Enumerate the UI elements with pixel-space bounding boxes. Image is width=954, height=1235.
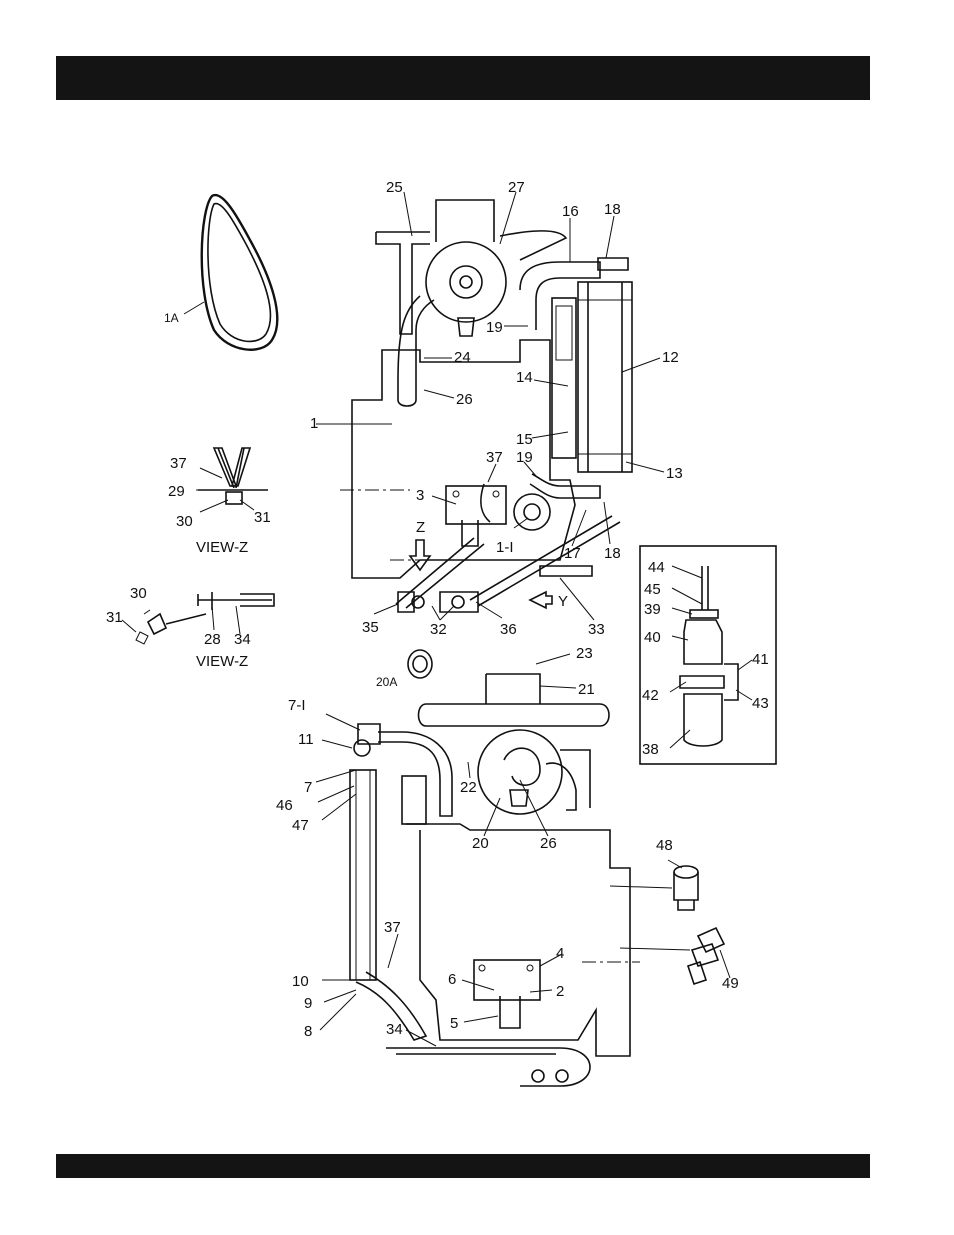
callout-16: 16 [562, 203, 579, 220]
callout-39: 39 [644, 601, 661, 618]
callout-33: 33 [588, 621, 605, 638]
callout-44: 44 [648, 559, 665, 576]
callout-7-1: 7-I [288, 697, 306, 714]
callout-7: 7 [304, 779, 312, 796]
callout-12: 12 [662, 349, 679, 366]
callout-1-1: 1-I [496, 539, 514, 556]
callout-19b: 19 [516, 449, 533, 466]
callout-37b: 37 [486, 449, 503, 466]
callout-48: 48 [656, 837, 673, 854]
view-z-label-1: VIEW-Z [196, 539, 248, 556]
callout-11: 11 [298, 731, 314, 748]
callout-37c: 37 [384, 919, 401, 936]
callout-35: 35 [362, 619, 379, 636]
callout-27: 27 [508, 179, 525, 196]
callout-18a: 18 [604, 201, 621, 218]
callout-6: 6 [448, 971, 456, 988]
callout-20: 20 [472, 835, 489, 852]
callout-5: 5 [450, 1015, 458, 1032]
callout-19a: 19 [486, 319, 503, 336]
callout-47: 47 [292, 817, 309, 834]
view-z-detail [198, 448, 268, 504]
callout-13: 13 [666, 465, 683, 482]
arrow-y-label: Y [558, 593, 568, 610]
callout-30a: 30 [176, 513, 193, 530]
sensor-48 [674, 866, 698, 910]
callout-3: 3 [416, 487, 424, 504]
callout-49: 49 [722, 975, 739, 992]
callout-4: 4 [556, 945, 564, 962]
callout-41: 41 [752, 651, 769, 668]
callout-26b: 26 [540, 835, 557, 852]
callout-18b: 18 [604, 545, 621, 562]
callout-45: 45 [644, 581, 661, 598]
callout-17: 17 [564, 545, 581, 562]
callout-23: 23 [576, 645, 593, 662]
callout-46: 46 [276, 797, 293, 814]
callout-36: 36 [500, 621, 517, 638]
view-z-label-2: VIEW-Z [196, 653, 248, 670]
callout-1A: 1A [164, 311, 179, 325]
callout-31b: 31 [106, 609, 123, 626]
fan-belt [202, 195, 278, 350]
callout-34a: 34 [234, 631, 251, 648]
sensor-49 [688, 928, 724, 984]
callout-34b: 34 [386, 1021, 403, 1038]
part-20A [408, 650, 432, 678]
callout-15: 15 [516, 431, 533, 448]
callout-2: 2 [556, 983, 564, 1000]
leader-lines [122, 192, 752, 1046]
callout-24: 24 [454, 349, 471, 366]
callout-30b: 30 [130, 585, 147, 602]
callout-14: 14 [516, 369, 533, 386]
callout-31a: 31 [254, 509, 271, 526]
callout-26a: 26 [456, 391, 473, 408]
callout-8: 8 [304, 1023, 312, 1040]
callout-42: 42 [642, 687, 659, 704]
callout-37a: 37 [170, 455, 187, 472]
callout-9: 9 [304, 995, 312, 1012]
callout-25: 25 [386, 179, 403, 196]
callout-10: 10 [292, 973, 309, 990]
callout-22: 22 [460, 779, 477, 796]
callout-43: 43 [752, 695, 769, 712]
callout-20A: 20A [376, 675, 397, 689]
callout-38: 38 [642, 741, 659, 758]
callout-21: 21 [578, 681, 595, 698]
callout-28: 28 [204, 631, 221, 648]
upper-engine-view [340, 200, 632, 612]
arrow-z-label: Z [416, 519, 425, 536]
callout-40: 40 [644, 629, 661, 646]
callout-32: 32 [430, 621, 447, 638]
callout-29: 29 [168, 483, 185, 500]
callout-1: 1 [310, 415, 318, 432]
